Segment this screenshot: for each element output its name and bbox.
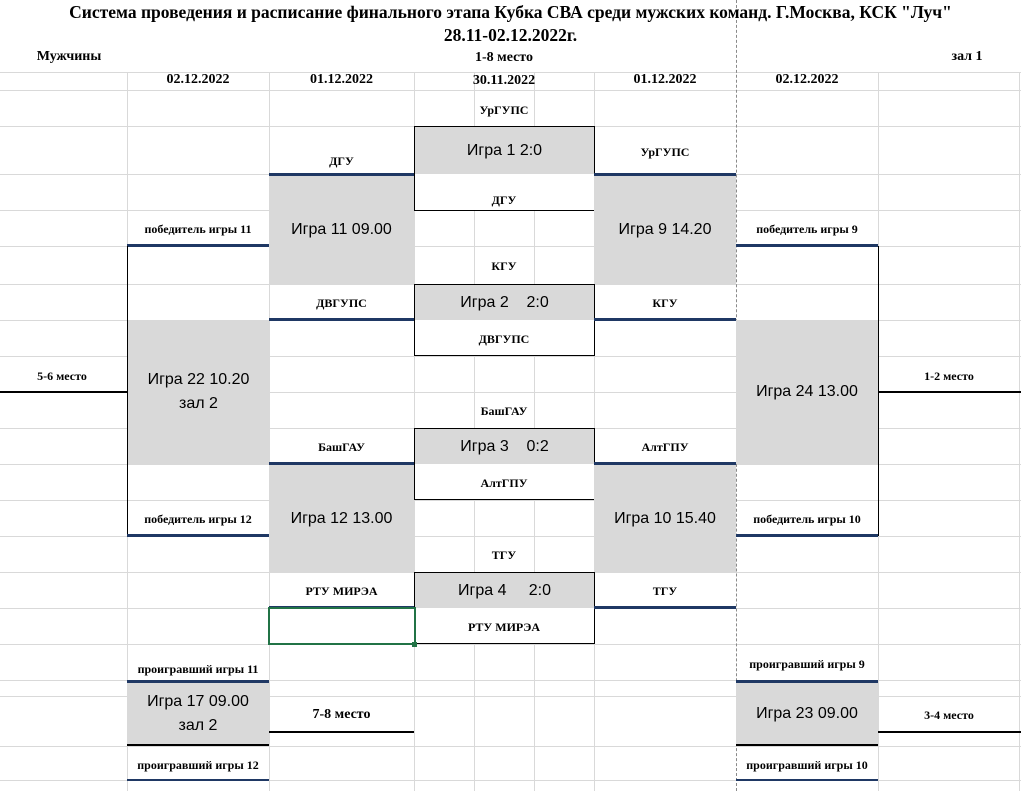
g2-team-top: КГУ	[491, 259, 517, 273]
g9-team-bottom: КГУ	[652, 296, 678, 310]
g2-team-bottom: ДВГУПС	[478, 332, 530, 346]
g3-team-bottom: АлтГПУ	[480, 476, 528, 490]
g22-result: 5-6 место	[37, 369, 87, 383]
g11-label: Игра 11 09.00	[291, 221, 392, 238]
fill-handle[interactable]	[412, 642, 417, 647]
date-col-4: 01.12.2022	[633, 72, 697, 87]
g22-line-top	[127, 244, 269, 247]
g10-label: Игра 10 15.40	[614, 509, 716, 527]
g2-label: Игра 2 2:0	[460, 293, 549, 311]
g23-line-top	[736, 680, 878, 683]
g11-team-top: ДГУ	[329, 154, 354, 168]
g23-result: 3-4 место	[924, 708, 974, 722]
sheet-date-range: 28.11-02.12.2022г.	[443, 25, 578, 45]
g9-line-bottom	[594, 318, 736, 321]
g4-team-bottom: РТУ МИРЭА	[467, 620, 541, 634]
g1-label: Игра 1 2:0	[466, 141, 543, 159]
g23-result-line	[878, 731, 1021, 733]
date-col-5: 02.12.2022	[775, 72, 839, 87]
g22-label: Игра 22 10.20	[147, 371, 250, 388]
g17-bottom-label: проигравший игры 12	[137, 758, 259, 772]
g3-label: Игра 3 0:2	[460, 437, 549, 455]
g22-line-bottom	[127, 534, 269, 537]
g23-label: Игра 23 09.00	[756, 704, 858, 722]
hall-label: зал 1	[951, 49, 983, 64]
g11-line-bottom	[269, 318, 414, 321]
g24-top-label: победитель игры 9	[756, 222, 858, 236]
g11-game: Игра 11 09.00	[269, 176, 414, 284]
selected-cell[interactable]	[268, 607, 416, 645]
g17-result-line	[269, 731, 414, 733]
g3-team-top: БашГАУ	[480, 404, 528, 418]
g17-label: Игра 17 09.00	[147, 692, 249, 710]
g24-game: Игра 24 13.00	[736, 320, 878, 464]
g9-game: Игра 9 14.20	[594, 176, 736, 284]
g24-result: 1-2 место	[924, 369, 974, 383]
g17-line-mid	[127, 744, 269, 746]
g11-line-top	[269, 173, 414, 176]
date-col-3: 30.11.2022	[472, 73, 536, 88]
g9-label: Игра 9 14.20	[618, 221, 712, 238]
g23-line-bottom	[736, 779, 878, 781]
g12-line-top	[269, 462, 414, 465]
g17-line-bottom	[127, 779, 269, 781]
g12-game: Игра 12 13.00	[269, 465, 414, 572]
g11-team-bottom: ДВГУПС	[316, 296, 367, 310]
g4-team-top: ТГУ	[491, 548, 517, 562]
sheet-title: Система проведения и расписание финально…	[69, 2, 952, 22]
g24-result-line	[878, 391, 1021, 393]
g23-game: Игра 23 09.00	[736, 683, 878, 744]
g17-line-top	[127, 680, 269, 683]
g10-team-bottom: ТГУ	[652, 584, 678, 598]
g17-hall: зал 2	[178, 716, 218, 734]
g24-label: Игра 24 13.00	[756, 383, 858, 400]
g17-top-label: проигравший игры 11	[137, 662, 259, 676]
g24-bottom-label: победитель игры 10	[753, 512, 861, 526]
g24-line-bottom	[736, 534, 878, 537]
g22-bracket-vline	[127, 246, 128, 536]
g10-line-top	[594, 462, 736, 465]
g10-game: Игра 10 15.40	[594, 465, 736, 572]
g12-label: Игра 12 13.00	[290, 509, 393, 527]
g17-game: Игра 17 09.00 зал 2	[127, 683, 269, 744]
g4-game: Игра 4 2:0	[415, 573, 594, 608]
g1-team-bottom: ДГУ	[491, 193, 517, 207]
bracket-label: 1-8 место	[475, 50, 533, 65]
g22-top-label: победитель игры 11	[144, 222, 252, 236]
g22-hall: зал 2	[179, 395, 218, 412]
g24-line-top	[736, 244, 878, 247]
g3-game: Игра 3 0:2	[415, 429, 594, 464]
g17-result: 7-8 место	[312, 707, 371, 722]
g22-result-line	[0, 391, 127, 393]
g10-team-top: АлтГПУ	[641, 440, 689, 454]
g23-line-mid	[736, 744, 878, 746]
g1-team-top: УрГУПС	[479, 103, 529, 117]
date-col-2: 01.12.2022	[310, 72, 373, 87]
date-col-1: 02.12.2022	[166, 72, 230, 87]
g23-bottom-label: проигравший игры 10	[746, 758, 868, 772]
g4-label: Игра 4 2:0	[458, 581, 551, 599]
g22-bottom-label: победитель игры 12	[144, 512, 252, 526]
g2-game: Игра 2 2:0	[415, 285, 594, 320]
g23-top-label: проигравший игры 9	[749, 657, 865, 671]
g1-game: Игра 1 2:0	[415, 127, 594, 174]
g9-line-top	[594, 173, 736, 176]
g22-game: Игра 22 10.20 зал 2	[128, 320, 269, 464]
gender-label: Мужчины	[36, 49, 102, 64]
g12-team-bottom: РТУ МИРЭА	[305, 584, 378, 598]
g10-line-bottom	[594, 606, 736, 609]
g9-team-top: УрГУПС	[640, 145, 690, 159]
g12-team-top: БашГАУ	[318, 440, 365, 454]
